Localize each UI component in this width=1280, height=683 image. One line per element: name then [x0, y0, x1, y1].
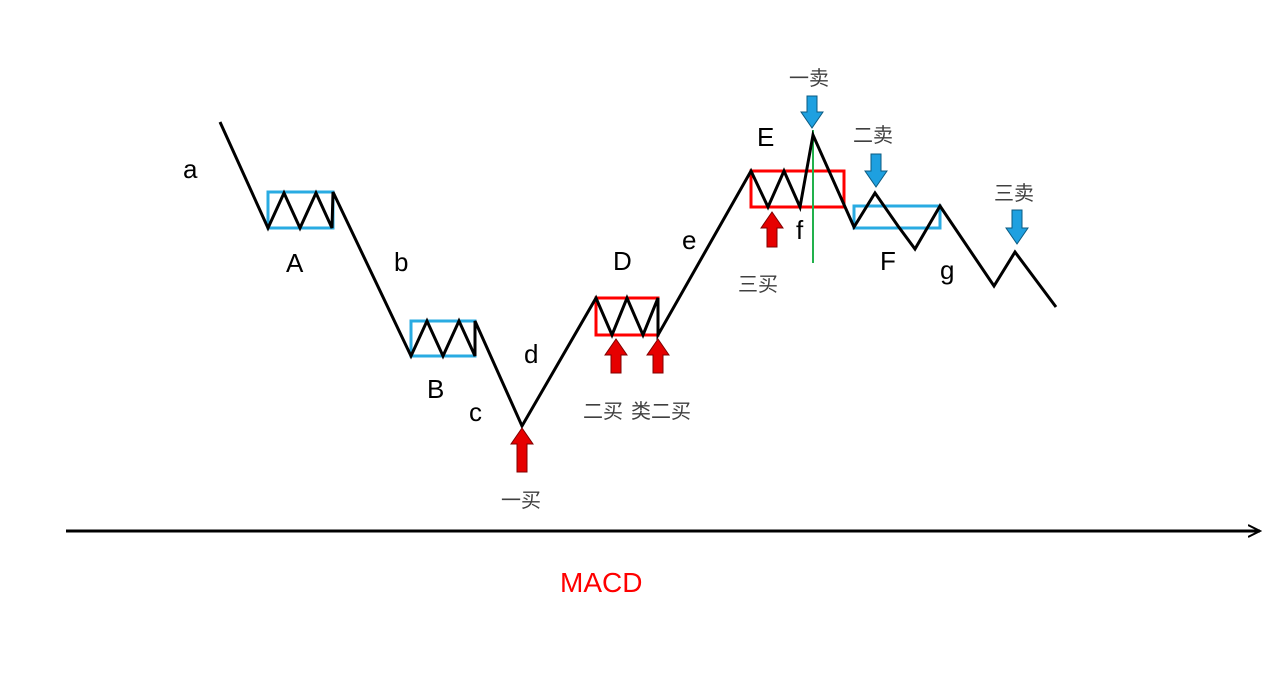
- segment-label-g: g: [940, 255, 954, 285]
- segment-label-c: c: [469, 397, 482, 427]
- pivot-box-E: [749, 169, 846, 209]
- segment-label-a: a: [183, 154, 198, 184]
- segment-label-D: D: [613, 246, 632, 276]
- signal-label-buy2-similar: 类二买: [631, 399, 691, 423]
- segment-label-A: A: [286, 248, 304, 278]
- buy-arrow-3: [760, 211, 784, 248]
- signal-label-sell2: 二卖: [853, 123, 893, 147]
- signal-label-sell3: 三卖: [994, 181, 1034, 205]
- sell-arrow-2: [864, 153, 888, 188]
- segment-label-e: e: [682, 225, 696, 255]
- pivot-box-F: [852, 204, 942, 230]
- segment-label-f: f: [796, 215, 804, 245]
- signal-label-buy2: 二买: [583, 399, 623, 423]
- segment-label-B: B: [427, 374, 444, 404]
- segment-label-d: d: [524, 339, 538, 369]
- signal-label-buy1: 一买: [501, 488, 541, 512]
- signal-label-buy3: 三买: [738, 272, 778, 296]
- buy-arrow-2: [604, 338, 628, 374]
- sell-arrow-3: [1005, 209, 1029, 245]
- segment-label-E: E: [757, 122, 774, 152]
- segment-label-b: b: [394, 247, 408, 277]
- sell-arrow-1: [800, 95, 824, 129]
- price-line: [218, 121, 1058, 430]
- buy-arrow-1: [510, 427, 534, 473]
- signal-label-sell1: 一卖: [789, 66, 829, 90]
- buy-arrow-2-similar: [646, 338, 670, 374]
- segment-label-F: F: [880, 246, 896, 276]
- macd-label: MACD: [560, 567, 642, 598]
